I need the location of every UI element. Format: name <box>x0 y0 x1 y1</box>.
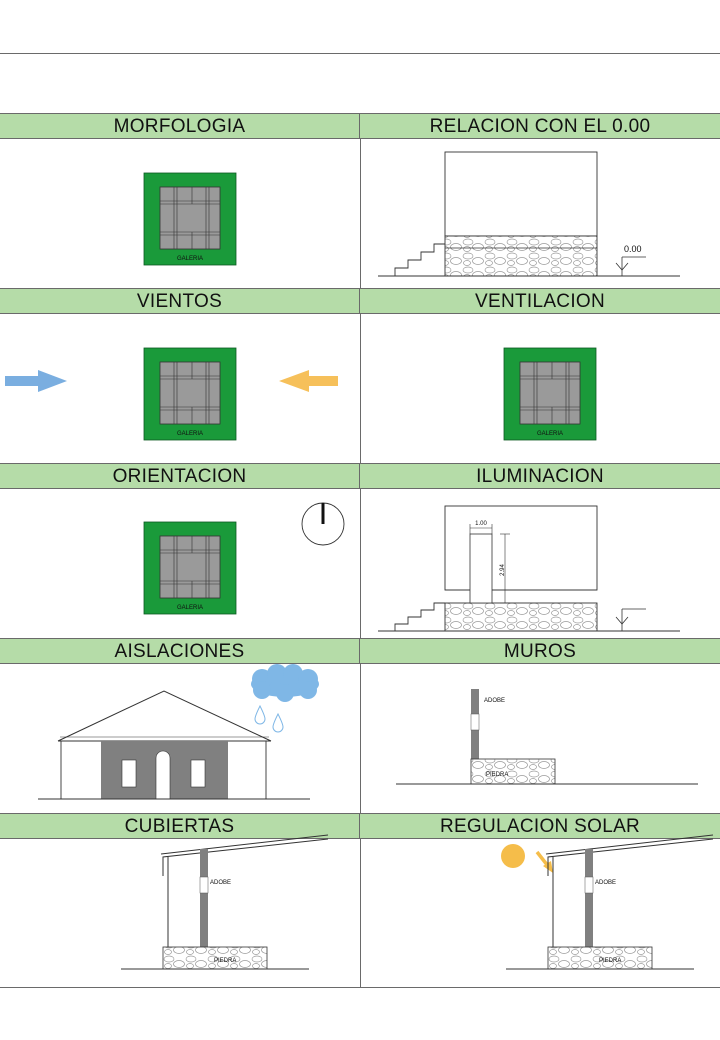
adobe-label-regulacion: ADOBE <box>595 880 616 886</box>
plan-vientos <box>143 347 237 441</box>
piedra-label-regulacion: PIEDRA <box>599 958 621 964</box>
adobe-label-cubiertas: ADOBE <box>210 880 231 886</box>
section-header-relacion: RELACION CON EL 0.00 <box>360 113 720 139</box>
rain-drops-icon <box>254 704 284 733</box>
elevation-iluminacion <box>378 505 680 632</box>
plan-ventilacion <box>503 347 597 441</box>
cloud-icon <box>251 664 319 702</box>
galeria-label-vientos: GALERIA <box>177 431 203 437</box>
section-header-aislaciones: AISLACIONES <box>0 638 360 664</box>
sun-ray-arrow-icon <box>535 850 553 873</box>
adobe-label-muros: ADOBE <box>484 698 505 704</box>
piedra-label-cubiertas: PIEDRA <box>214 958 236 964</box>
section-header-orientacion: ORIENTACION <box>0 463 360 489</box>
plan-orientacion <box>143 521 237 615</box>
section-header-regulacion: REGULACION SOLAR <box>360 813 720 839</box>
frame-top-line <box>0 53 720 54</box>
compass-icon <box>301 502 345 546</box>
section-header-ventilacion: VENTILACION <box>360 288 720 314</box>
section-header-muros: MUROS <box>360 638 720 664</box>
pergola-regulacion <box>505 834 714 970</box>
plan-morfologia <box>143 172 237 266</box>
dim-width-label: 1.00 <box>475 521 487 527</box>
section-header-vientos: VIENTOS <box>0 288 360 314</box>
section-header-morfologia: MORFOLOGIA <box>0 113 360 139</box>
galeria-label-morfologia: GALERIA <box>177 256 203 262</box>
house-section <box>38 690 310 800</box>
pergola-cubiertas <box>120 834 329 970</box>
wall-section-muros <box>396 689 698 785</box>
piedra-label-muros: PIEDRA <box>486 772 508 778</box>
section-header-cubiertas: CUBIERTAS <box>0 813 360 839</box>
wind-arrow-left-icon <box>5 370 67 392</box>
elevation-relacion <box>378 151 680 277</box>
sun-icon <box>501 844 525 868</box>
galeria-label-orientacion: GALERIA <box>177 605 203 611</box>
dim-height-label: 2.94 <box>500 564 506 576</box>
wind-arrow-right-icon <box>279 370 338 392</box>
frame-bottom-line <box>0 987 720 988</box>
galeria-label-ventilacion: GALERIA <box>537 431 563 437</box>
level-label: 0.00 <box>624 244 642 254</box>
column-divider <box>360 113 361 987</box>
section-header-iluminacion: ILUMINACION <box>360 463 720 489</box>
